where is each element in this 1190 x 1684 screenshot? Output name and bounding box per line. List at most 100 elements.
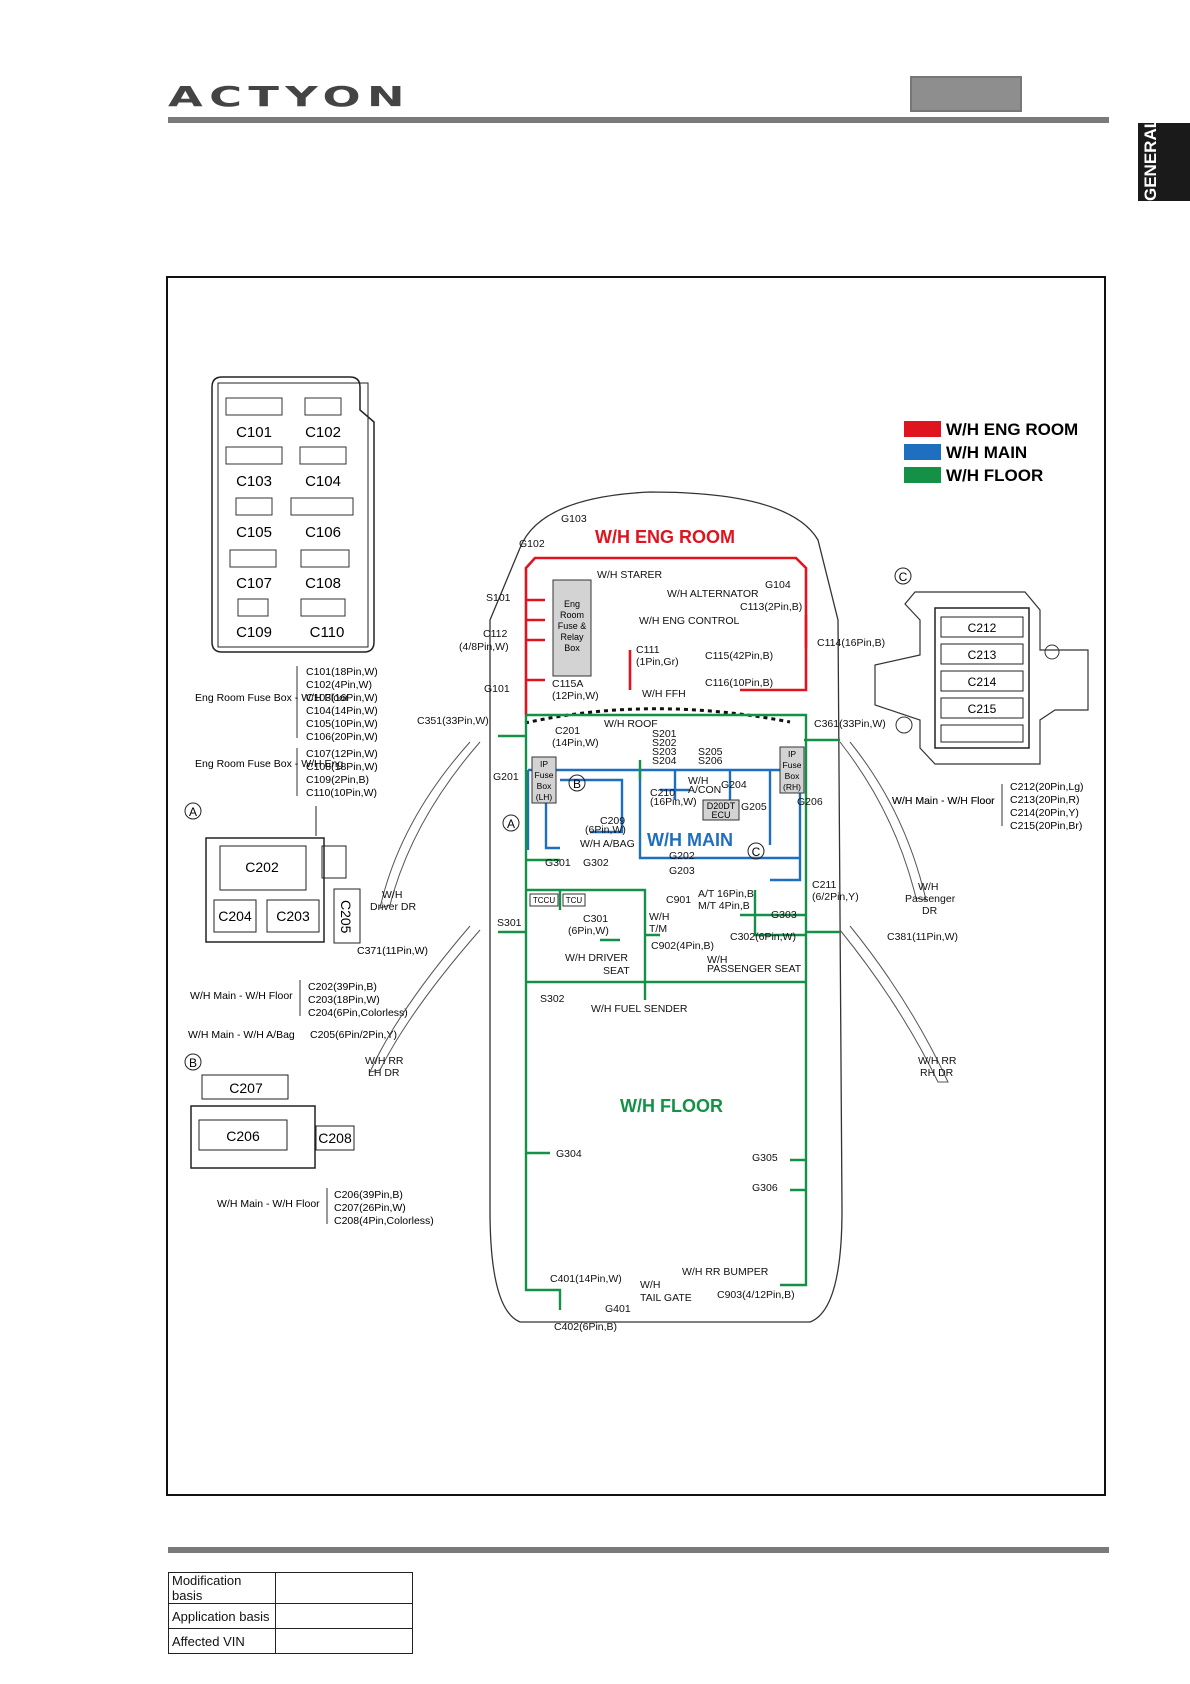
svg-text:C110(10Pin,W): C110(10Pin,W) (306, 787, 377, 799)
svg-text:C206(39Pin,B): C206(39Pin,B) (334, 1189, 403, 1201)
svg-text:S101: S101 (486, 592, 511, 604)
svg-text:C209: C209 (600, 815, 625, 827)
svg-text:RH DR: RH DR (920, 1067, 954, 1079)
fuse-connector-label: C108 (305, 575, 341, 592)
svg-text:C212: C212 (968, 621, 997, 635)
svg-text:C202(39Pin,B): C202(39Pin,B) (308, 981, 377, 993)
svg-text:C214(20Pin,Y): C214(20Pin,Y) (1010, 807, 1079, 819)
affected-vin-label: Affected VIN (168, 1628, 276, 1654)
fuse-box-outline (211, 376, 375, 653)
application-basis-value (275, 1603, 413, 1629)
svg-text:Box: Box (564, 643, 580, 653)
svg-text:IP: IP (540, 759, 548, 769)
svg-text:C206: C206 (226, 1128, 260, 1144)
diagram-frame (166, 276, 1106, 1496)
svg-text:W/H: W/H (918, 881, 938, 893)
detail-c: C C212 C213 C214 C215 W/H Main - W/H Flo… (874, 567, 1089, 832)
svg-text:C201: C201 (555, 725, 580, 737)
svg-text:Eng: Eng (564, 599, 580, 609)
svg-text:S301: S301 (497, 917, 522, 929)
svg-text:W/H STARER: W/H STARER (597, 569, 663, 581)
legend-swatch-eng (904, 421, 941, 437)
svg-text:Box: Box (537, 781, 552, 791)
svg-text:W/H A/BAG: W/H A/BAG (580, 838, 635, 850)
harness-floor (498, 713, 840, 1310)
fuse-group-2: Eng Room Fuse Box - W/H Eng C107(12Pin,W… (195, 748, 378, 799)
footer-rule (168, 1547, 1109, 1553)
svg-text:D20DT: D20DT (707, 801, 736, 811)
svg-text:TAIL GATE: TAIL GATE (640, 1292, 692, 1304)
fuse-group-1: Eng Room Fuse Box - W/H Floor C101(18Pin… (195, 666, 378, 743)
svg-text:C210: C210 (650, 787, 675, 799)
side-tab[interactable]: GENERAL (1138, 118, 1190, 201)
svg-text:C371(11Pin,W): C371(11Pin,W) (357, 945, 428, 957)
svg-text:(4/8Pin,W): (4/8Pin,W) (459, 641, 509, 653)
svg-text:C109(2Pin,B): C109(2Pin,B) (306, 774, 369, 786)
car-markers (502, 774, 765, 860)
svg-text:A/CON: A/CON (688, 784, 721, 796)
svg-text:SEAT: SEAT (603, 965, 630, 977)
svg-text:C202: C202 (245, 859, 279, 875)
marker-c: C (899, 570, 908, 584)
revision-table: Modification basis Application basis Aff… (168, 1572, 413, 1654)
svg-text:S204: S204 (652, 755, 677, 767)
table-row: Application basis (168, 1603, 413, 1629)
table-row: Modification basis (168, 1572, 413, 1604)
svg-text:G204: G204 (721, 779, 747, 791)
svg-text:G102: G102 (519, 538, 545, 550)
marker-a: A (189, 805, 197, 819)
svg-text:A/T 16Pin,B: A/T 16Pin,B (698, 888, 754, 900)
svg-text:(RH): (RH) (783, 782, 801, 792)
svg-text:W/H ENG ROOM: W/H ENG ROOM (946, 420, 1078, 439)
windshield-dash (524, 707, 791, 725)
svg-text:W/H FFH: W/H FFH (642, 688, 686, 700)
svg-text:(6/2Pin,Y): (6/2Pin,Y) (812, 891, 859, 903)
svg-text:C302(6Pin,W): C302(6Pin,W) (730, 931, 796, 943)
svg-text:C116(10Pin,B): C116(10Pin,B) (705, 677, 773, 689)
fuse-connector-label: C101 (236, 424, 272, 441)
svg-text:C101(18Pin,W): C101(18Pin,W) (306, 666, 378, 678)
svg-text:C114(16Pin,B): C114(16Pin,B) (817, 637, 885, 649)
svg-text:C351(33Pin,W): C351(33Pin,W) (417, 715, 489, 727)
svg-text:C204: C204 (218, 908, 252, 924)
svg-text:W/H RR: W/H RR (365, 1055, 404, 1067)
svg-text:Driver DR: Driver DR (370, 901, 416, 913)
svg-text:C208: C208 (318, 1130, 352, 1146)
svg-text:TCCU: TCCU (533, 896, 555, 905)
modification-basis-value (275, 1572, 413, 1604)
svg-text:G103: G103 (561, 513, 587, 525)
svg-text:C: C (752, 845, 761, 859)
svg-text:W/H DRIVER: W/H DRIVER (565, 952, 628, 964)
svg-text:C214: C214 (968, 675, 997, 689)
svg-text:W/H Main - W/H Floor: W/H Main - W/H Floor (892, 795, 995, 807)
svg-text:C204(6Pin,Colorless): C204(6Pin,Colorless) (308, 1007, 408, 1019)
svg-text:C215(20Pin,Br): C215(20Pin,Br) (1010, 820, 1082, 832)
fuse-connector-label: C104 (305, 473, 341, 490)
svg-text:C903(4/12Pin,B): C903(4/12Pin,B) (717, 1289, 795, 1301)
table-row: Affected VIN (168, 1628, 413, 1654)
svg-text:G305: G305 (752, 1152, 778, 1164)
svg-text:Box: Box (785, 771, 800, 781)
svg-text:C213(20Pin,R): C213(20Pin,R) (1010, 794, 1079, 806)
svg-text:(14Pin,W): (14Pin,W) (552, 737, 599, 749)
svg-text:G203: G203 (669, 865, 695, 877)
svg-text:G201: G201 (493, 771, 519, 783)
svg-text:G205: G205 (741, 801, 767, 813)
fuse-group-title: Eng Room Fuse Box - W/H Floor (195, 692, 349, 704)
svg-text:W/H FUEL SENDER: W/H FUEL SENDER (591, 1003, 688, 1015)
ecu-box: D20DT ECU (702, 799, 740, 821)
fuse-connector-label: C105 (236, 524, 272, 541)
svg-text:Fuse: Fuse (535, 770, 554, 780)
fuse-group-title: Eng Room Fuse Box - W/H Eng (195, 758, 343, 770)
svg-text:A: A (507, 817, 515, 831)
fuse-connector-label: C109 (236, 624, 272, 641)
svg-text:W/H Main - W/H Floor: W/H Main - W/H Floor (217, 1198, 320, 1210)
svg-text:C203(18Pin,W): C203(18Pin,W) (308, 994, 380, 1006)
svg-text:W/H: W/H (707, 954, 727, 966)
application-basis-label: Application basis (168, 1603, 276, 1629)
fuse-connector-sketches (225, 397, 354, 617)
marker-b: B (189, 1056, 197, 1070)
svg-text:C103(16Pin,W): C103(16Pin,W) (306, 692, 378, 704)
svg-text:TCU: TCU (566, 896, 583, 905)
